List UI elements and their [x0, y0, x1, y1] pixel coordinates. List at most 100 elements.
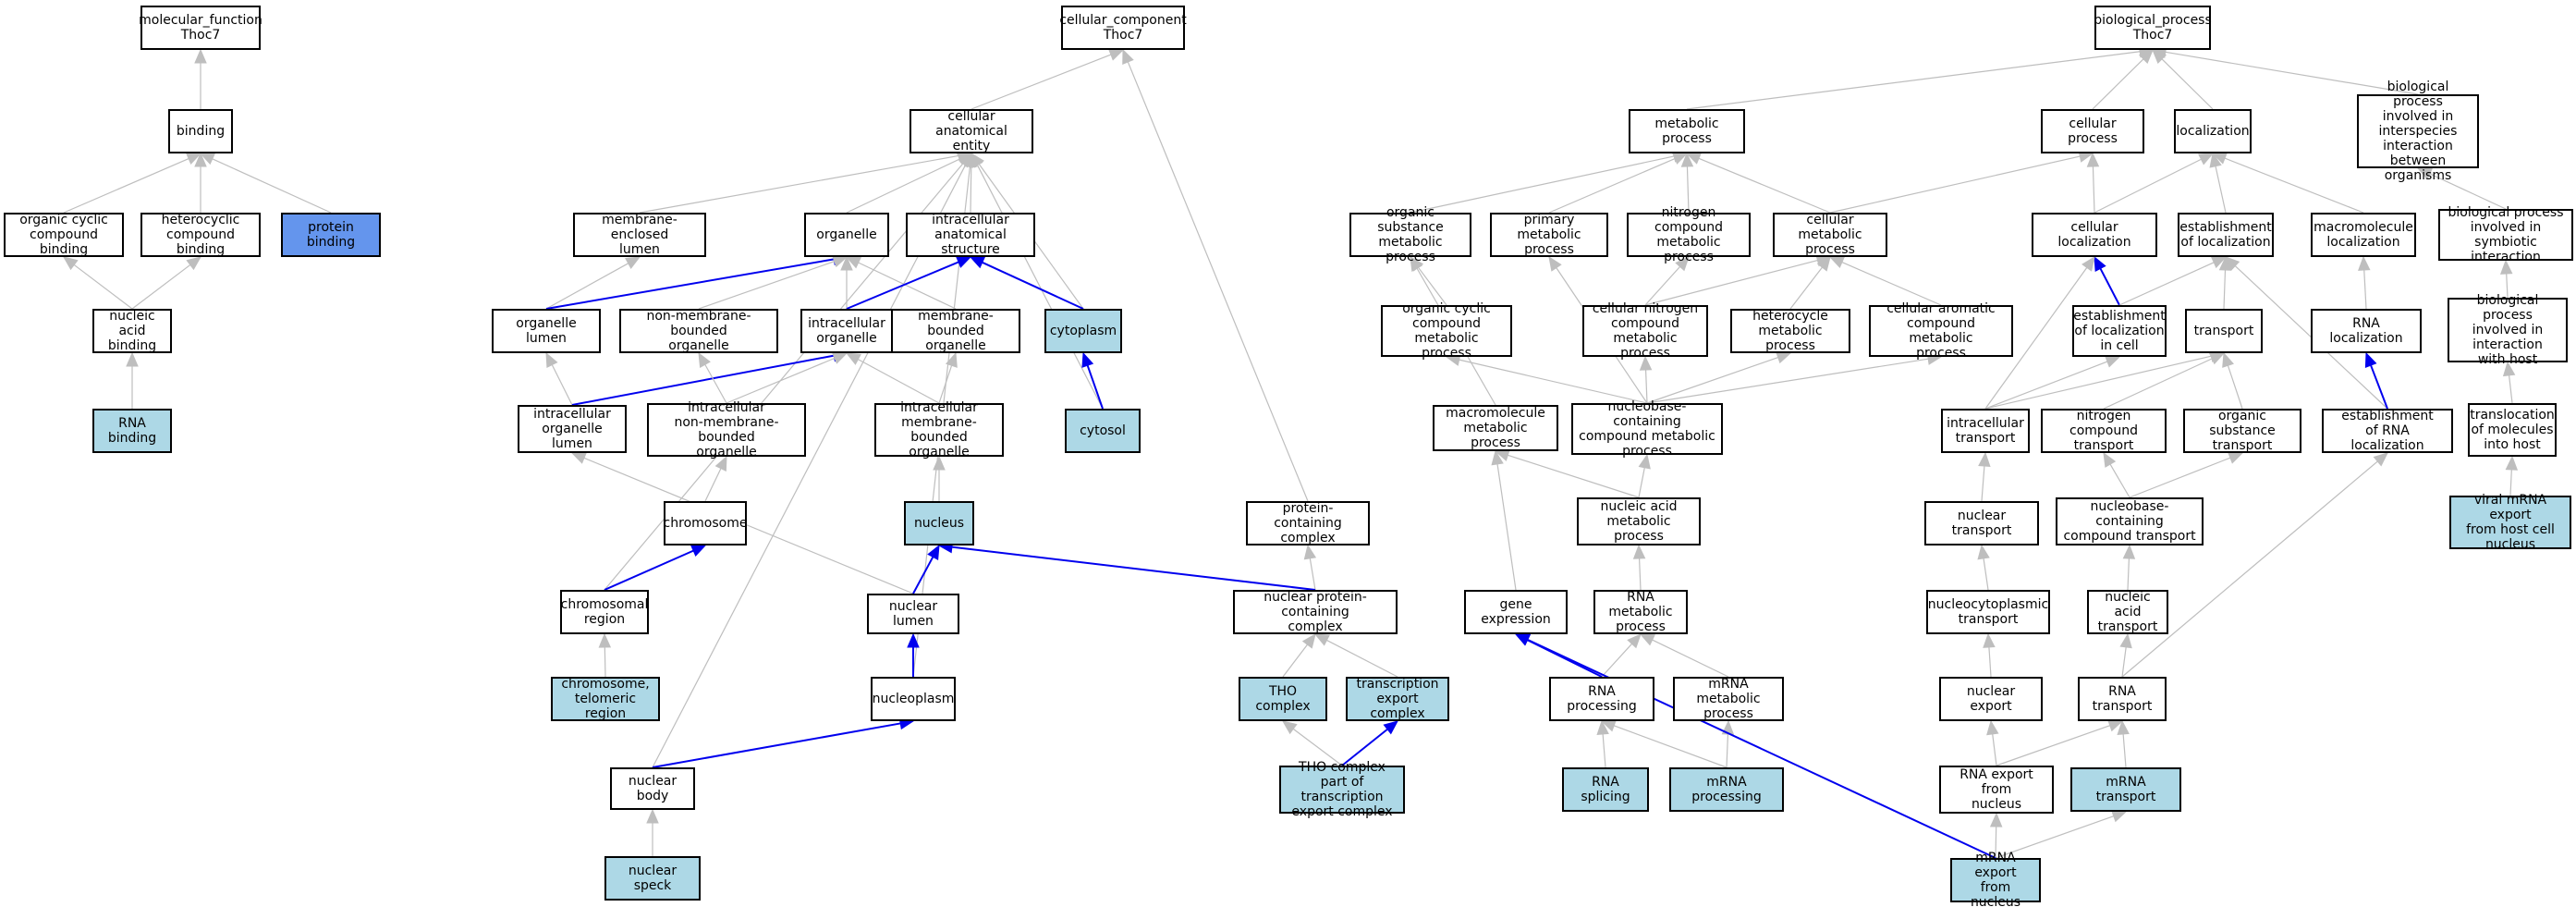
- node-mrna-export-from-nucleus[interactable]: mRNA export from nucleus: [1950, 851, 2041, 907]
- edge-arrowhead-tho_complex_part_of_trex-to-tho_complex: [1281, 720, 1298, 735]
- node-nucleoplasm[interactable]: nucleoplasm: [871, 677, 956, 721]
- node-non-membrane-bounded-organelle[interactable]: non-membrane-bounded organelle: [619, 309, 778, 353]
- node-chromosome[interactable]: chromosome: [664, 501, 747, 545]
- node-nucleocytoplasmic-transport[interactable]: nucleocytoplasmic transport: [1926, 590, 2050, 634]
- edge-arrowhead-cellular_localization-to-cellular_process: [2086, 152, 2100, 167]
- node-nucleobase-containing-compound-transport[interactable]: nucleobase-containing compound transport: [2056, 497, 2204, 545]
- node-nucleic-acid-binding[interactable]: nucleic acid binding: [92, 309, 172, 353]
- node-rna-metabolic-process[interactable]: RNA metabolic process: [1593, 590, 1688, 634]
- node-nuclear-export[interactable]: nuclear export: [1939, 677, 2043, 721]
- node-biological-process-interaction-with-host[interactable]: biological process involved in interacti…: [2448, 293, 2568, 367]
- node-macromolecule-localization[interactable]: macromolecule localization: [2311, 213, 2416, 257]
- node-intracellular-transport[interactable]: intracellular transport: [1941, 409, 2030, 453]
- node-macromolecule-metabolic-process[interactable]: macromolecule metabolic process: [1433, 405, 1558, 451]
- node-cytosol[interactable]: cytosol: [1065, 409, 1141, 453]
- node-cellular-component-root[interactable]: cellular_component Thoc7: [1059, 6, 1187, 50]
- edge-arrowhead-establishment_of_rna_localization-to-rna_localization: [2364, 351, 2377, 368]
- node-intracellular-organelle[interactable]: intracellular organelle: [800, 309, 893, 353]
- node-biological-process-root[interactable]: biological_process Thoc7: [2094, 6, 2212, 50]
- node-gene-expression[interactable]: gene expression: [1464, 590, 1568, 634]
- node-chromosome-telomeric-region[interactable]: chromosome, telomeric region: [551, 677, 660, 721]
- node-cellular-nitrogen-compound-metabolic-process[interactable]: cellular nitrogen compound metabolic pro…: [1582, 301, 1708, 361]
- node-localization[interactable]: localization: [2174, 109, 2252, 153]
- node-rna-splicing[interactable]: RNA splicing: [1562, 767, 1649, 812]
- node-organic-cyclic-compound-metabolic-process[interactable]: organic cyclic compound metabolic proces…: [1381, 301, 1512, 361]
- node-organelle-lumen[interactable]: organelle lumen: [492, 309, 601, 353]
- edge-arrowhead-chromosome_telomeric_region-to-chromosomal_region: [598, 632, 612, 648]
- edge-arrowhead-nitrogen_compound_metabolic_process-to-metabolic_process: [1680, 152, 1694, 167]
- node-organelle[interactable]: organelle: [804, 213, 889, 257]
- node-rna-export-from-nucleus[interactable]: RNA export from nucleus: [1939, 766, 2054, 814]
- node-nitrogen-compound-transport[interactable]: nitrogen compound transport: [2041, 409, 2167, 453]
- node-cytoplasm[interactable]: cytoplasm: [1044, 309, 1122, 353]
- node-molecular-function-root[interactable]: molecular_function Thoc7: [139, 6, 262, 50]
- node-membrane-enclosed-lumen[interactable]: membrane-enclosed lumen: [573, 213, 706, 257]
- node-intracellular-organelle-lumen[interactable]: intracellular organelle lumen: [518, 405, 627, 453]
- node-viral-mrna-export-from-host-cell-nucleus[interactable]: viral mRNA export from host cell nucleus: [2449, 493, 2571, 552]
- node-intracellular-anatomical-structure[interactable]: intracellular anatomical structure: [906, 213, 1035, 257]
- node-intracellular-non-membrane-bounded-organelle[interactable]: intracellular non-membrane-bounded organ…: [647, 400, 806, 460]
- node-organic-substance-metabolic-process[interactable]: organic substance metabolic process: [1349, 205, 1471, 264]
- edge-arrowhead-macromolecule_metabolic_process-to-organic_substance_metabolic_process: [1410, 255, 1423, 272]
- node-nuclear-protein-containing-complex[interactable]: nuclear protein-containing complex: [1233, 590, 1398, 634]
- node-biological-process-symbiotic-interaction[interactable]: biological process involved in symbiotic…: [2438, 205, 2573, 264]
- node-nucleus[interactable]: nucleus: [904, 501, 974, 545]
- edge-arrowhead-nucleocytoplasmic_transport-to-nuclear_transport: [1977, 544, 1990, 560]
- node-establishment-of-rna-localization[interactable]: establishment of RNA localization: [2322, 409, 2453, 453]
- node-rna-localization[interactable]: RNA localization: [2311, 309, 2422, 353]
- node-nuclear-body[interactable]: nuclear body: [610, 767, 695, 810]
- edge-is_a-rna_transport-to-establishment_of_rna_localization: [2121, 460, 2378, 678]
- node-tho-complex[interactable]: THO complex: [1239, 677, 1327, 721]
- node-rna-binding[interactable]: RNA binding: [92, 409, 172, 453]
- node-mrna-transport[interactable]: mRNA transport: [2070, 767, 2181, 812]
- node-cellular-localization[interactable]: cellular localization: [2032, 213, 2157, 257]
- edge-arrowhead-bp_symbiotic-to-bp_interspecies: [2416, 167, 2433, 180]
- node-transcription-export-complex[interactable]: transcription export complex: [1346, 677, 1449, 721]
- node-nitrogen-compound-metabolic-process[interactable]: nitrogen compound metabolic process: [1627, 205, 1751, 264]
- node-primary-metabolic-process[interactable]: primary metabolic process: [1490, 213, 1608, 257]
- node-tho-complex-part-of-transcription-export-complex[interactable]: THO complex part of transcription export…: [1279, 760, 1405, 819]
- edge-is_a-gene_expression-to-macromolecule_metabolic_process: [1496, 463, 1517, 591]
- node-cellular-anatomical-entity[interactable]: cellular anatomical entity: [910, 109, 1033, 153]
- node-biological-process-interspecies-interaction[interactable]: biological process involved in interspec…: [2357, 80, 2479, 183]
- node-nuclear-speck[interactable]: nuclear speck: [604, 856, 701, 901]
- node-organic-substance-transport[interactable]: organic substance transport: [2183, 409, 2301, 453]
- edge-is_a-tho_complex_part_of_trex-to-tho_complex: [1292, 728, 1343, 766]
- node-heterocyclic-compound-binding[interactable]: heterocyclic compound binding: [140, 213, 261, 257]
- node-protein-containing-complex[interactable]: protein-containing complex: [1246, 501, 1370, 545]
- node-binding[interactable]: binding: [168, 109, 233, 153]
- node-cellular-metabolic-process[interactable]: cellular metabolic process: [1773, 213, 1887, 257]
- node-chromosomal-region[interactable]: chromosomal region: [560, 590, 649, 634]
- node-nuclear-transport[interactable]: nuclear transport: [1924, 501, 2039, 545]
- node-rna-transport[interactable]: RNA transport: [2078, 677, 2167, 721]
- node-organic-cyclic-compound-binding[interactable]: organic cyclic compound binding: [4, 213, 124, 257]
- edge-is_a-cellular_nitrogen_compound_metabolic_process-to-cellular_metabolic_process: [1644, 259, 1818, 306]
- node-translocation-of-molecules-into-host[interactable]: translocation of molecules into host: [2468, 403, 2557, 457]
- node-transport[interactable]: transport: [2185, 309, 2263, 353]
- edge-is_a-organic_cyclic_compound_metabolic_process-to-organic_substance_metabolic_process: [1417, 266, 1447, 306]
- edge-is_a-nucleocytoplasmic_transport-to-nuclear_transport: [1983, 558, 1989, 591]
- node-mrna-processing[interactable]: mRNA processing: [1669, 767, 1784, 812]
- edge-is_a-bp_symbiotic-to-bp_interspecies: [2429, 173, 2507, 210]
- node-establishment-of-localization-in-cell[interactable]: establishment of localization in cell: [2072, 305, 2167, 357]
- node-protein-binding[interactable]: protein binding: [281, 213, 381, 257]
- node-nucleic-acid-metabolic-process[interactable]: nucleic acid metabolic process: [1577, 497, 1701, 545]
- node-cellular-aromatic-compound-metabolic-process[interactable]: cellular aromatic compound metabolic pro…: [1869, 301, 2013, 361]
- node-nucleic-acid-transport[interactable]: nucleic acid transport: [2087, 590, 2168, 634]
- edge-arrowhead-organelle_lumen-to-membrane_enclosed_lumen: [625, 256, 641, 269]
- node-rna-processing[interactable]: RNA processing: [1549, 677, 1654, 721]
- node-establishment-of-localization[interactable]: establishment of localization: [2178, 213, 2274, 257]
- edge-is_a-nuclear_transport-to-intracellular_transport: [1981, 465, 1985, 502]
- node-membrane-bounded-organelle[interactable]: membrane-bounded organelle: [891, 309, 1020, 353]
- node-metabolic-process[interactable]: metabolic process: [1629, 109, 1745, 153]
- node-nucleobase-containing-compound-metabolic-process[interactable]: nucleobase-containing compound metabolic…: [1571, 399, 1723, 459]
- edge-is_a-mrna_processing-to-mrna_metabolic_process: [1726, 733, 1729, 768]
- edge-is_a-nucleic_acid_metabolic_process-to-macromolecule_metabolic_process: [1508, 454, 1640, 498]
- node-intracellular-membrane-bounded-organelle[interactable]: intracellular membrane-bounded organelle: [874, 400, 1004, 460]
- node-mrna-metabolic-process[interactable]: mRNA metabolic process: [1673, 677, 1784, 721]
- edge-arrowhead-cellular_localization-to-localization: [2198, 153, 2215, 165]
- edge-is_a-nucleic_acid_binding-to-heterocyclic_binding: [131, 264, 191, 310]
- node-nuclear-lumen[interactable]: nuclear lumen: [867, 594, 959, 634]
- node-cellular-process[interactable]: cellular process: [2041, 109, 2144, 153]
- node-heterocycle-metabolic-process[interactable]: heterocycle metabolic process: [1730, 309, 1850, 353]
